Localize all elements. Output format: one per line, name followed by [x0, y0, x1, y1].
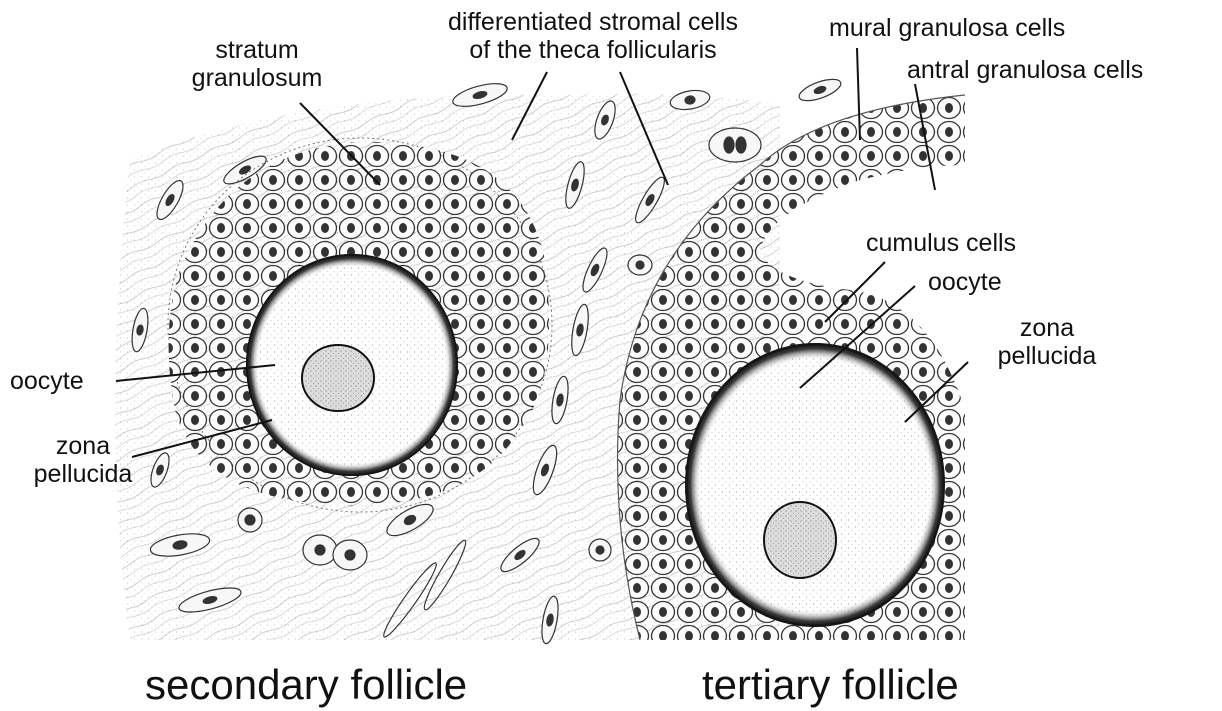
label-stratum-granulosum-line2: granulosum [177, 64, 337, 92]
label-oocyte-right: oocyte [928, 268, 1002, 296]
label-stromal-cells-line1: differentiated stromal cells [398, 8, 788, 36]
label-zona-left-line2: pellucida [8, 460, 158, 488]
label-mural-granulosa: mural granulosa cells [829, 14, 1065, 42]
label-zona-pellucida-right: zona pellucida [972, 314, 1122, 370]
label-stratum-granulosum-line1: stratum [177, 36, 337, 64]
caption-tertiary-follicle: tertiary follicle [702, 661, 959, 709]
label-oocyte-left: oocyte [10, 367, 84, 395]
label-cumulus-cells: cumulus cells [866, 229, 1016, 257]
label-stromal-cells-line2: of the theca follicularis [398, 36, 788, 64]
label-zona-right-line2: pellucida [972, 342, 1122, 370]
label-stromal-cells: differentiated stromal cells of the thec… [398, 8, 788, 64]
label-stratum-granulosum: stratum granulosum [177, 36, 337, 92]
label-zona-left-line1: zona [8, 432, 158, 460]
label-antral-granulosa: antral granulosa cells [907, 56, 1143, 84]
caption-secondary-follicle: secondary follicle [145, 661, 467, 709]
label-zona-right-line1: zona [972, 314, 1122, 342]
label-zona-pellucida-left: zona pellucida [8, 432, 158, 488]
